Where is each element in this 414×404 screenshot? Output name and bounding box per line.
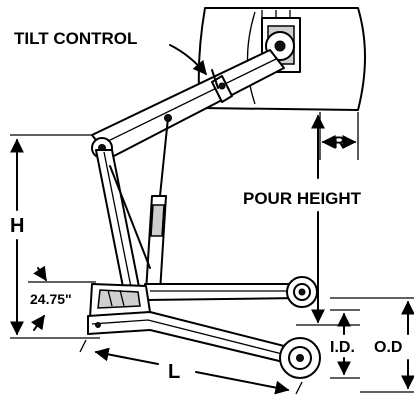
tilt-control-handle	[211, 69, 233, 103]
id-label: I.D.	[330, 339, 355, 356]
leg-width-dimension	[28, 265, 96, 331]
boom-arm	[91, 49, 285, 159]
r-label: R	[333, 133, 345, 152]
leg-width-label: 24.75"	[30, 291, 72, 307]
upper-leg	[144, 276, 318, 308]
mast	[95, 149, 141, 293]
l-label: L	[168, 361, 180, 383]
pour-height-label: POUR HEIGHT	[243, 189, 362, 208]
tilt-control-leader	[169, 44, 207, 76]
od-dimension	[330, 297, 414, 393]
l-dimension	[79, 339, 303, 395]
h-label: H	[10, 215, 24, 237]
lower-leg	[87, 311, 321, 379]
base-block	[89, 283, 151, 319]
id-dimension	[330, 309, 360, 379]
tilt-control-label: TILT CONTROL	[14, 29, 137, 48]
h-dimension	[10, 134, 100, 339]
od-label: O.D	[374, 339, 402, 356]
hydraulic-cylinder	[109, 114, 172, 293]
